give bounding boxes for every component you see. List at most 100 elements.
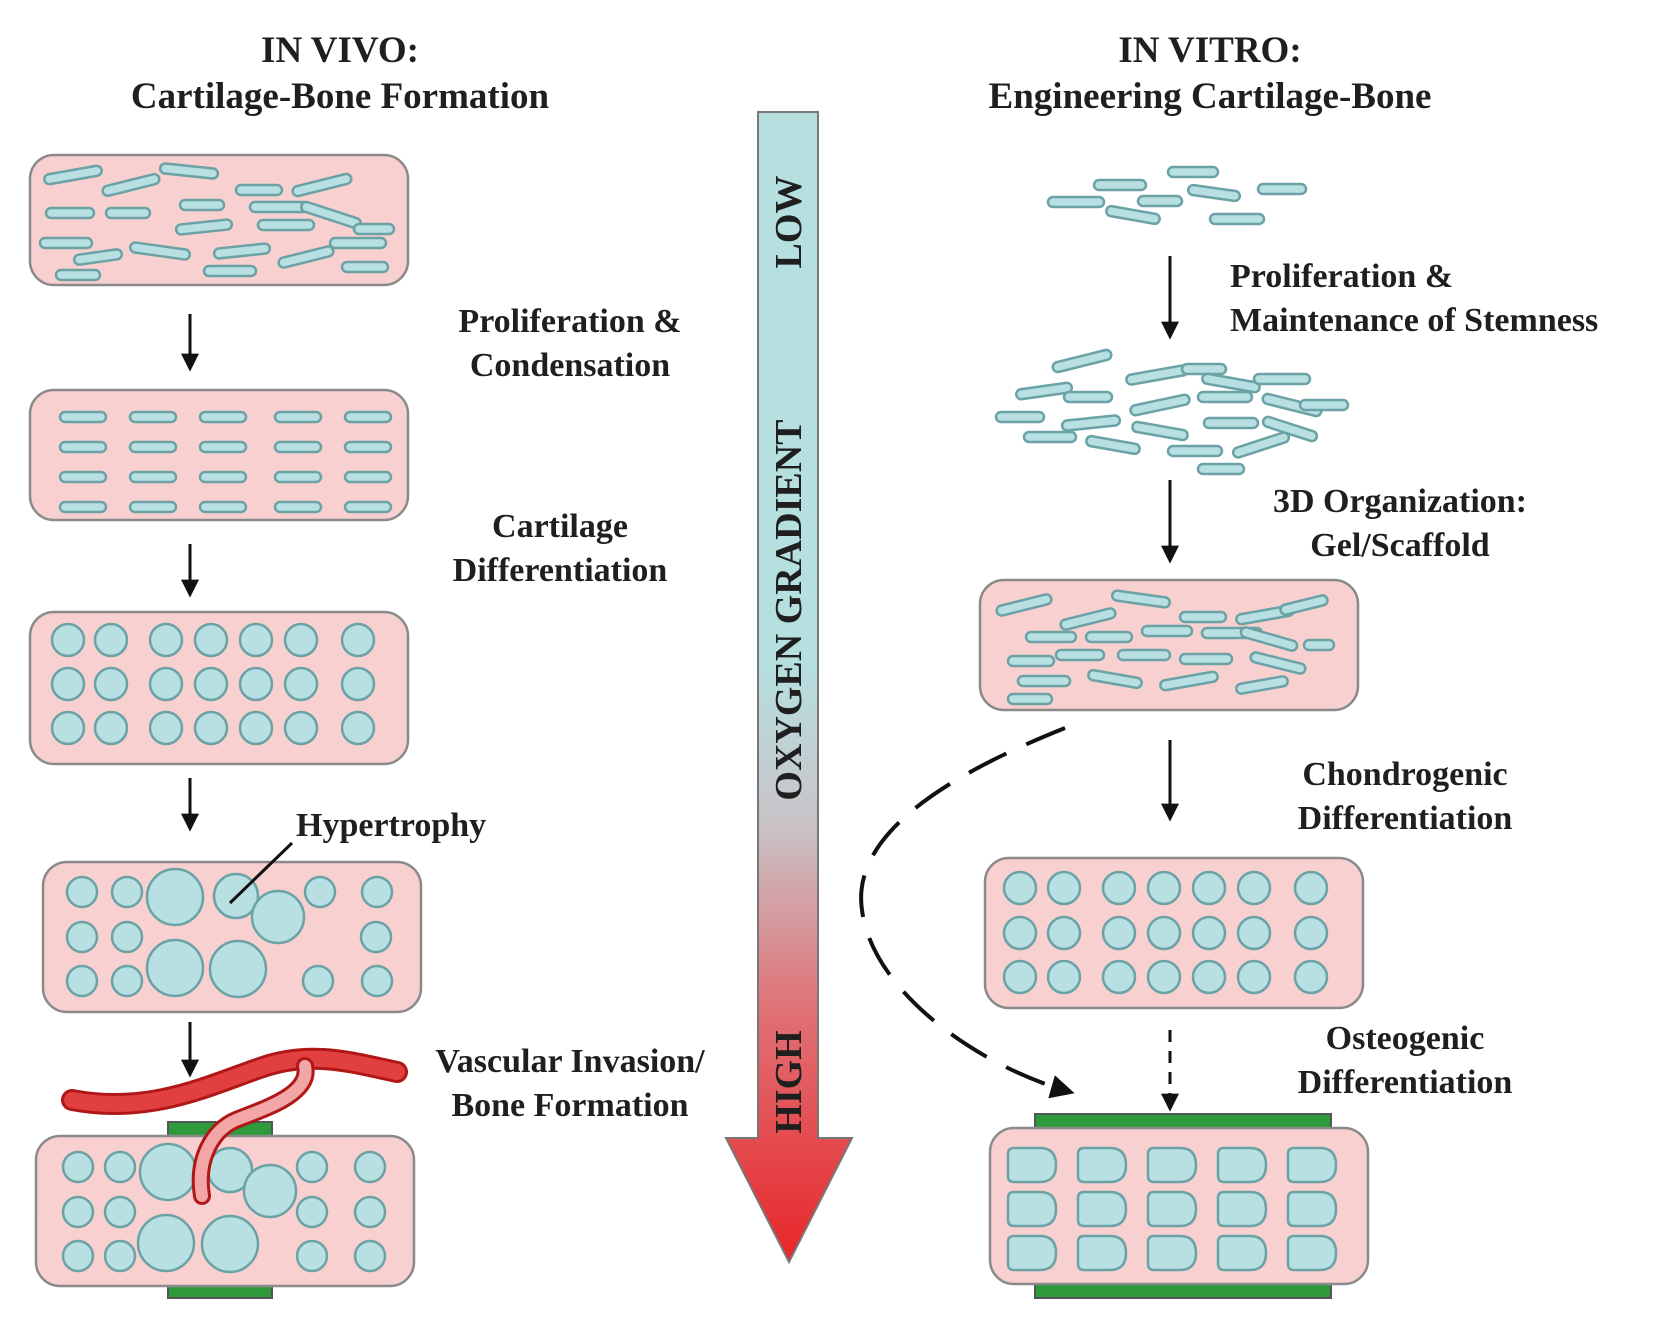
chondrocyte bbox=[340, 622, 376, 658]
chondrocyte bbox=[50, 710, 86, 746]
invitro-step-proliferation-stemness: Proliferation & Maintenance of Stemness bbox=[1230, 255, 1650, 343]
chondrocyte bbox=[340, 710, 376, 746]
osteoblast bbox=[1216, 1146, 1268, 1184]
chondrocyte bbox=[1101, 959, 1137, 995]
invitro-step-1-line-1: Proliferation & bbox=[1230, 258, 1454, 295]
chondrocyte bbox=[1146, 959, 1182, 995]
direct-osteogenic-dashed-arrow bbox=[859, 726, 1075, 1099]
invitro-step-4-line-2: Differentiation bbox=[1297, 1064, 1513, 1101]
invitro-bone-tissue bbox=[988, 1113, 1370, 1299]
invivo-step-1-line-1: Proliferation & bbox=[458, 303, 682, 340]
chondrocyte bbox=[148, 622, 184, 658]
chondrocyte bbox=[193, 710, 229, 746]
osteoblast bbox=[1076, 1190, 1128, 1228]
invivo-cartilage-tissue bbox=[28, 610, 410, 766]
condensed-cell bbox=[343, 440, 393, 454]
invivo-title: IN VIVO: Cartilage-Bone Formation bbox=[70, 28, 610, 120]
chondrocyte bbox=[93, 710, 129, 746]
invitro-step-1-line-2: Maintenance of Stemness bbox=[1230, 302, 1599, 339]
osteoblast bbox=[1286, 1146, 1338, 1184]
invitro-title-line-1: IN VITRO: bbox=[1118, 30, 1302, 71]
condensed-cell bbox=[128, 470, 178, 484]
osteoblast bbox=[1286, 1234, 1338, 1272]
invivo-step-proliferation-condensation: Proliferation & Condensation bbox=[420, 300, 720, 388]
gradient-high-text: HIGH bbox=[768, 1030, 810, 1134]
condensed-cell bbox=[58, 470, 108, 484]
invitro-step-3-line-1: Chondrogenic bbox=[1302, 756, 1508, 793]
chondrocyte bbox=[238, 710, 274, 746]
chondrocyte bbox=[1191, 915, 1227, 951]
invivo-step-1-line-2: Condensation bbox=[469, 347, 671, 384]
gradient-main-label: OXYGEN GRADIENT bbox=[767, 410, 811, 810]
chondrocyte bbox=[1236, 915, 1272, 951]
chondrocyte bbox=[1191, 870, 1227, 906]
chondrocyte bbox=[283, 710, 319, 746]
condensed-cell bbox=[343, 500, 393, 514]
condensed-cell bbox=[273, 470, 323, 484]
chondrocyte bbox=[93, 666, 129, 702]
invitro-proliferated-cells bbox=[994, 348, 1350, 476]
invivo-step-cartilage-differentiation: Cartilage Differentiation bbox=[410, 505, 710, 593]
osteoblast bbox=[1006, 1146, 1058, 1184]
condensed-cell bbox=[128, 500, 178, 514]
gradient-main-text: OXYGEN GRADIENT bbox=[768, 419, 810, 801]
invitro-title-line-2: Engineering Cartilage-Bone bbox=[988, 76, 1432, 117]
chondrocyte bbox=[1002, 915, 1038, 951]
invivo-step-4-line-2: Bone Formation bbox=[451, 1087, 689, 1124]
invitro-step-2-line-2: Gel/Scaffold bbox=[1310, 527, 1490, 564]
condensed-cell bbox=[58, 440, 108, 454]
chondrocyte bbox=[1002, 959, 1038, 995]
chondrocyte bbox=[1046, 870, 1082, 906]
gradient-high-label: HIGH bbox=[767, 1012, 811, 1152]
blood-vessel bbox=[61, 1047, 408, 1205]
invivo-step-3-line-1: Hypertrophy bbox=[296, 807, 487, 844]
chondrocyte bbox=[193, 622, 229, 658]
condensed-cell bbox=[273, 500, 323, 514]
condensed-cell bbox=[343, 470, 393, 484]
invivo-step-vascular-invasion: Vascular Invasion/ Bone Formation bbox=[400, 1040, 740, 1128]
chondrocyte bbox=[283, 666, 319, 702]
chondrocyte bbox=[1191, 959, 1227, 995]
chondrocyte bbox=[193, 666, 229, 702]
chondrocyte bbox=[340, 666, 376, 702]
condensed-cell bbox=[128, 440, 178, 454]
invitro-title: IN VITRO: Engineering Cartilage-Bone bbox=[920, 28, 1500, 120]
chondrocyte bbox=[238, 622, 274, 658]
gradient-low-label: LOW bbox=[767, 162, 811, 282]
condensed-cell bbox=[198, 500, 248, 514]
chondrocyte bbox=[50, 666, 86, 702]
invivo-step-hypertrophy: Hypertrophy bbox=[296, 804, 526, 848]
condensed-cell bbox=[58, 410, 108, 424]
osteoblast bbox=[1286, 1190, 1338, 1228]
invivo-step-2-line-2: Differentiation bbox=[452, 552, 668, 589]
chondrocyte bbox=[1002, 870, 1038, 906]
chondrocyte bbox=[1101, 870, 1137, 906]
osteoblast bbox=[1146, 1190, 1198, 1228]
osteoblast bbox=[1006, 1234, 1058, 1272]
chondrocyte bbox=[1236, 959, 1272, 995]
invitro-step-3d-organization: 3D Organization: Gel/Scaffold bbox=[1235, 480, 1565, 568]
invitro-stem-cells bbox=[1046, 165, 1308, 226]
chondrocyte bbox=[283, 622, 319, 658]
invivo-step-2-line-1: Cartilage bbox=[492, 508, 628, 545]
osteoblast bbox=[1076, 1146, 1128, 1184]
chondrocyte bbox=[1293, 870, 1329, 906]
osteoblast bbox=[1076, 1234, 1128, 1272]
invivo-bone-tissue bbox=[34, 1121, 416, 1299]
invivo-title-line-2: Cartilage-Bone Formation bbox=[130, 76, 550, 117]
chondrocyte bbox=[1293, 915, 1329, 951]
condensed-cell bbox=[198, 410, 248, 424]
chondrocyte bbox=[1046, 915, 1082, 951]
chondrocyte bbox=[1146, 870, 1182, 906]
invitro-step-chondrogenic: Chondrogenic Differentiation bbox=[1255, 753, 1555, 841]
invivo-hypertrophy-tissue bbox=[41, 841, 423, 1014]
condensed-cell bbox=[58, 500, 108, 514]
osteoblast bbox=[1216, 1190, 1268, 1228]
chondrocyte bbox=[148, 666, 184, 702]
chondrocyte bbox=[1146, 915, 1182, 951]
invivo-step-4-line-1: Vascular Invasion/ bbox=[435, 1043, 705, 1080]
chondrocyte bbox=[148, 710, 184, 746]
invitro-step-osteogenic: Osteogenic Differentiation bbox=[1255, 1017, 1555, 1105]
chondrocyte bbox=[50, 622, 86, 658]
chondrocyte bbox=[1293, 959, 1329, 995]
